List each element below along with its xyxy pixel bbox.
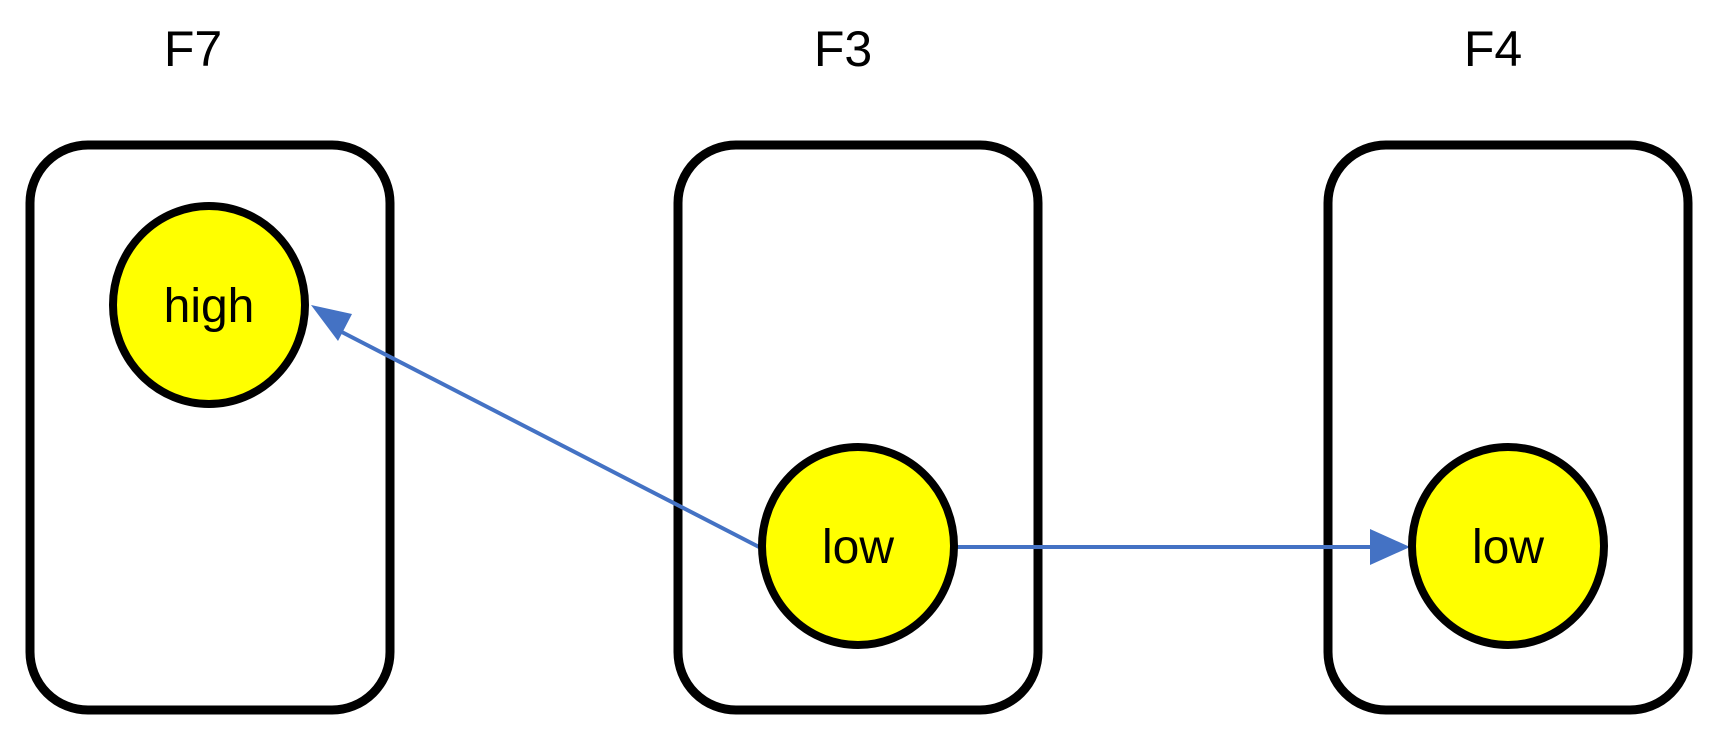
node-f4-low — [1408, 443, 1608, 649]
node-label-f3: low — [822, 521, 894, 574]
frame-label-f3: F3 — [814, 21, 872, 77]
arrowhead-f4 — [1370, 529, 1410, 565]
arrowhead-f7 — [311, 305, 352, 341]
node-f3-low — [758, 443, 958, 649]
edge-f3-to-f7 — [335, 327, 762, 550]
frame-label-f7: F7 — [164, 21, 222, 77]
node-label-f4: low — [1472, 521, 1544, 574]
node-label-f7: high — [164, 280, 255, 333]
node-f7-high — [109, 202, 309, 408]
frame-label-f4: F4 — [1464, 21, 1522, 77]
